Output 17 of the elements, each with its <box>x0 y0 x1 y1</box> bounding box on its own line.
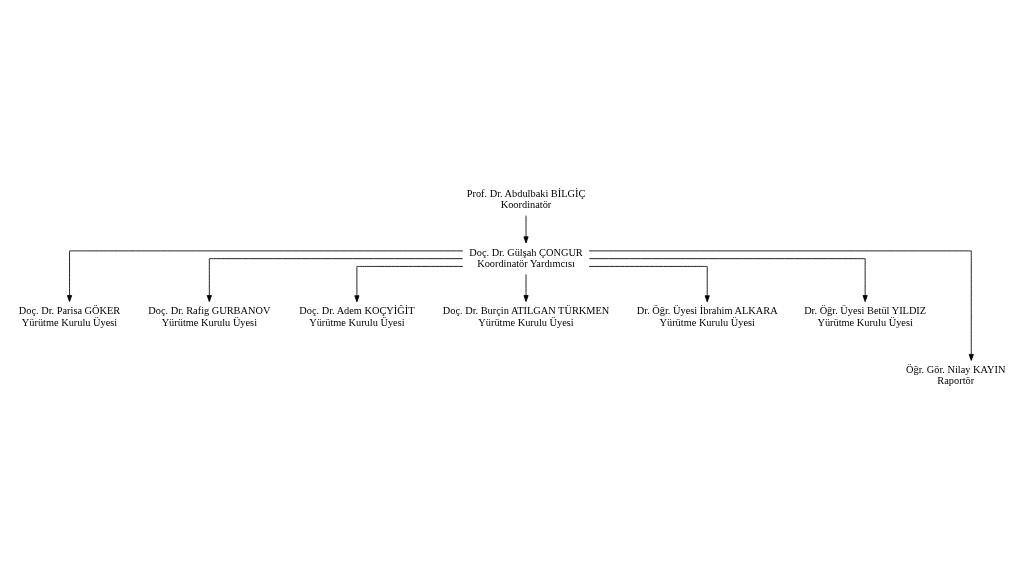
arrow <box>589 258 868 303</box>
node-text: Doç. Dr. Adem KOÇYİĞİT Yürütme Kurulu Üyesi <box>299 305 415 328</box>
node-text: Doç. Dr. Gülşah ÇONGUR Koordinatör Yardımcısı <box>469 246 583 269</box>
node-text: Dr. Öğr. Üyesi İbrahim ALKARA Yürütme Kurulu Üyesi <box>636 305 778 328</box>
arrow <box>588 250 974 361</box>
node-text: Öğr. Gör. Nilay KAYIN Raportör <box>906 364 1006 387</box>
node-text: Doç. Dr. Parisa GÖKER Yürütme Kurulu Üyesi <box>18 305 121 328</box>
arrow <box>523 215 529 244</box>
arrow <box>206 258 464 303</box>
node-text: Dr. Öğr. Üyesi Betül YILDIZ Yürütme Kurulu Üyesi <box>804 305 927 328</box>
arrow <box>67 250 464 302</box>
arrow <box>523 273 529 302</box>
node-text: Doç. Dr. Rafig GURBANOV Yürütme Kurulu Üyesi <box>148 305 271 328</box>
arrow <box>354 266 464 303</box>
arrow <box>588 266 710 303</box>
node-text: Prof. Dr. Abdulbaki BİLGİÇ Koordinatör <box>466 188 586 211</box>
node-text: Doç. Dr. Burçin ATILGAN TÜRKMEN Yürütme Kurulu Üyesi <box>442 305 610 328</box>
